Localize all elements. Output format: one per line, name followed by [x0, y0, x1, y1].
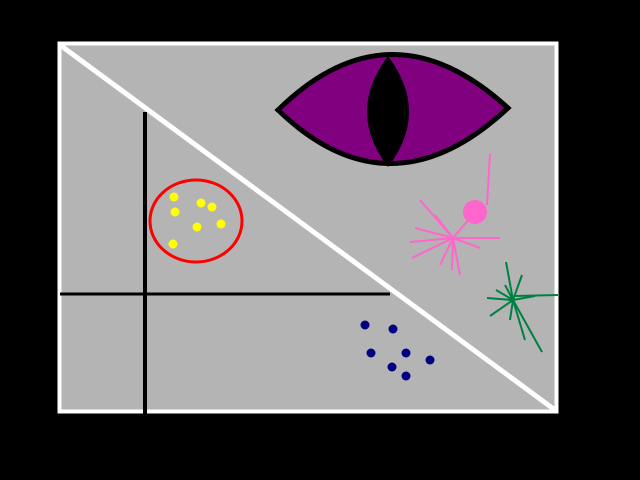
- navy-dot: [388, 324, 398, 334]
- green-ray: [495, 289, 514, 301]
- pink-figure: [409, 153, 500, 276]
- pink-ray: [409, 237, 454, 243]
- eye-pupil: [367, 56, 409, 167]
- red-circle: [148, 178, 244, 264]
- yellow-dot: [170, 207, 180, 217]
- pink-ray: [452, 217, 471, 239]
- green-ray: [512, 295, 536, 301]
- green-ray: [512, 299, 526, 341]
- green-ray: [504, 284, 514, 301]
- green-figure: [486, 261, 559, 353]
- pink-ray: [414, 227, 454, 239]
- navy-dot: [401, 371, 411, 381]
- diagonal-white-line: [58, 42, 557, 413]
- pink-ray: [452, 237, 481, 249]
- navy-dot: [366, 348, 376, 358]
- yellow-dot: [169, 192, 179, 202]
- navy-dot: [387, 362, 397, 372]
- yellow-dot: [192, 222, 202, 232]
- pink-ball: [463, 200, 487, 224]
- yellow-dot: [216, 219, 226, 229]
- yellow-dot: [207, 202, 217, 212]
- green-stem: [514, 294, 559, 297]
- green-ray: [505, 261, 514, 301]
- pink-ray: [451, 237, 454, 271]
- yellow-dot: [168, 239, 178, 249]
- green-ray: [489, 299, 514, 317]
- red-circle-group: [148, 178, 244, 264]
- pink-ray: [411, 237, 454, 259]
- green-ray: [486, 297, 514, 301]
- green-ray: [512, 274, 523, 301]
- green-ray: [509, 299, 514, 321]
- green-ray: [512, 299, 543, 353]
- navy-dot: [401, 348, 411, 358]
- navy-dot: [360, 320, 370, 330]
- pink-ray: [434, 214, 454, 239]
- pink-ray: [452, 237, 461, 276]
- navy-dot: [425, 355, 435, 365]
- pink-stem: [486, 153, 491, 206]
- navy-dots: [360, 320, 435, 381]
- yellow-dot: [196, 198, 206, 208]
- pink-ray: [439, 237, 454, 266]
- purple-eye: [274, 52, 512, 167]
